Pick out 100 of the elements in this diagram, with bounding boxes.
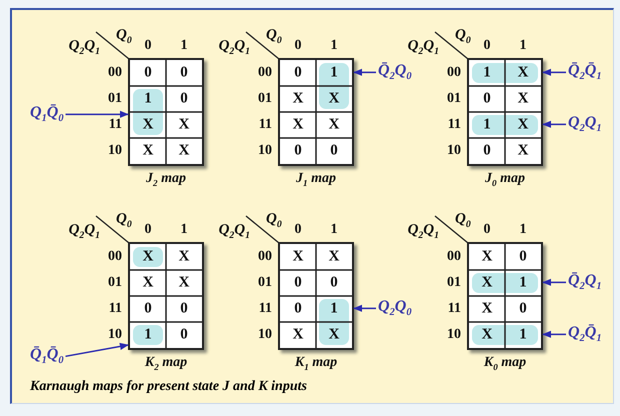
leader-arrow [66, 110, 129, 118]
row-header: 00 [447, 66, 461, 80]
cell-value: 0 [180, 92, 188, 106]
term-label: Q$_{2}$Q$_{0}$ [378, 298, 412, 319]
map-caption: J$_{0}$ map [485, 172, 525, 188]
cell-value: 1 [330, 66, 338, 80]
cell-value: 0 [483, 144, 491, 158]
row-header: 00 [258, 250, 272, 264]
cell-value: 0 [180, 328, 188, 342]
cell-value: 0 [519, 302, 527, 316]
cell-value: X [518, 118, 528, 132]
row-header: 00 [108, 250, 122, 264]
row-header: 11 [108, 302, 122, 316]
cell-value: X [142, 144, 154, 158]
row-header: 11 [108, 118, 122, 132]
column-header: 0 [294, 223, 302, 237]
cell-value: 0 [519, 250, 527, 264]
cell-value: X [292, 118, 304, 132]
column-header: 1 [180, 223, 188, 237]
karnaugh-map-grid [278, 58, 354, 166]
column-variable: Q$_{0}$ [455, 212, 471, 230]
map-caption: J$_{1}$ map [296, 172, 336, 188]
term-label: Q$_{2}$Q̄$_{1}$ [568, 324, 602, 345]
cell-value: 0 [144, 66, 152, 80]
cell-value: 0 [330, 144, 338, 158]
column-header: 1 [180, 39, 188, 53]
term-label: Q̄$_{2}$Q$_{1}$ [568, 272, 602, 293]
row-header: 00 [108, 66, 122, 80]
karnaugh-map-grid [128, 242, 204, 350]
column-header: 0 [484, 223, 490, 237]
cell-value: 0 [294, 66, 302, 80]
row-header: 10 [258, 328, 272, 342]
cell-value: X [328, 328, 340, 342]
cell-value: 1 [330, 302, 338, 316]
row-header: 01 [447, 92, 461, 106]
cell-value: 0 [483, 92, 491, 106]
cell-value: X [518, 66, 528, 80]
column-header: 1 [330, 223, 338, 237]
term-label: Q$_{2}$Q$_{1}$ [568, 114, 602, 135]
cell-value: 0 [330, 276, 338, 290]
map-caption: K$_{0}$ map [484, 356, 526, 372]
row-variables: Q$_{2}$Q$_{1}$ [218, 39, 250, 57]
row-header: 10 [447, 144, 461, 158]
row-header: 11 [448, 302, 461, 316]
cell-value: 1 [519, 276, 527, 290]
cell-value: 1 [144, 328, 152, 342]
row-variables: Q$_{2}$Q$_{1}$ [218, 223, 250, 241]
figure-caption: Karnaugh maps for present state J and K inputs [30, 379, 307, 395]
row-header: 01 [258, 92, 272, 106]
cell-value: 0 [180, 66, 188, 80]
column-variable: Q$_{0}$ [266, 212, 282, 230]
row-variables: Q$_{2}$Q$_{1}$ [408, 223, 439, 241]
leader-arrow [353, 304, 376, 312]
column-variable: Q$_{0}$ [266, 28, 282, 46]
cell-value: 0 [180, 302, 188, 316]
leader-arrow [542, 330, 566, 338]
cell-value: X [292, 250, 304, 264]
cell-value: 0 [144, 302, 152, 316]
cell-value: X [482, 302, 492, 316]
row-header: 10 [447, 328, 461, 342]
karnaugh-map-grid [128, 58, 204, 166]
column-variable: Q$_{0}$ [455, 28, 471, 46]
column-header: 0 [144, 39, 152, 53]
cell-value: X [482, 276, 492, 290]
term-label: Q̄$_{2}$Q̄$_{1}$ [568, 62, 602, 83]
cell-value: 0 [294, 144, 302, 158]
row-header: 10 [108, 328, 122, 342]
column-header: 1 [330, 39, 338, 53]
cell-value: X [328, 92, 340, 106]
karnaugh-map-grid [467, 242, 543, 350]
column-variable: Q$_{0}$ [116, 212, 132, 230]
cell-value: X [328, 250, 340, 264]
leader-arrow [542, 68, 566, 76]
column-header: 1 [520, 39, 526, 53]
cell-value: X [482, 328, 492, 342]
map-caption: K$_{1}$ map [294, 356, 338, 372]
cell-value: X [142, 276, 154, 290]
term-label: Q̄$_{2}$Q$_{0}$ [378, 62, 412, 83]
row-header: 11 [258, 302, 272, 316]
leader-arrow [542, 120, 566, 128]
row-header: 11 [258, 118, 272, 132]
cell-value: X [142, 250, 154, 264]
cell-value: X [328, 118, 340, 132]
row-header: 01 [258, 276, 272, 290]
karnaugh-map-grid [467, 58, 543, 166]
cell-value: X [292, 92, 304, 106]
row-header: 01 [447, 276, 461, 290]
cell-value: X [178, 118, 190, 132]
row-header: 10 [258, 144, 272, 158]
cell-value: X [178, 144, 190, 158]
cell-value: X [178, 250, 190, 264]
row-header: 10 [108, 144, 122, 158]
column-header: 0 [294, 39, 302, 53]
map-caption: J$_{2}$ map [146, 172, 186, 188]
row-header: 01 [108, 276, 122, 290]
cell-value: 1 [483, 118, 491, 132]
leader-arrow [65, 342, 129, 358]
row-header: 00 [447, 250, 461, 264]
row-variables: Q$_{2}$Q$_{1}$ [68, 39, 100, 57]
column-variable: Q$_{0}$ [116, 28, 132, 46]
